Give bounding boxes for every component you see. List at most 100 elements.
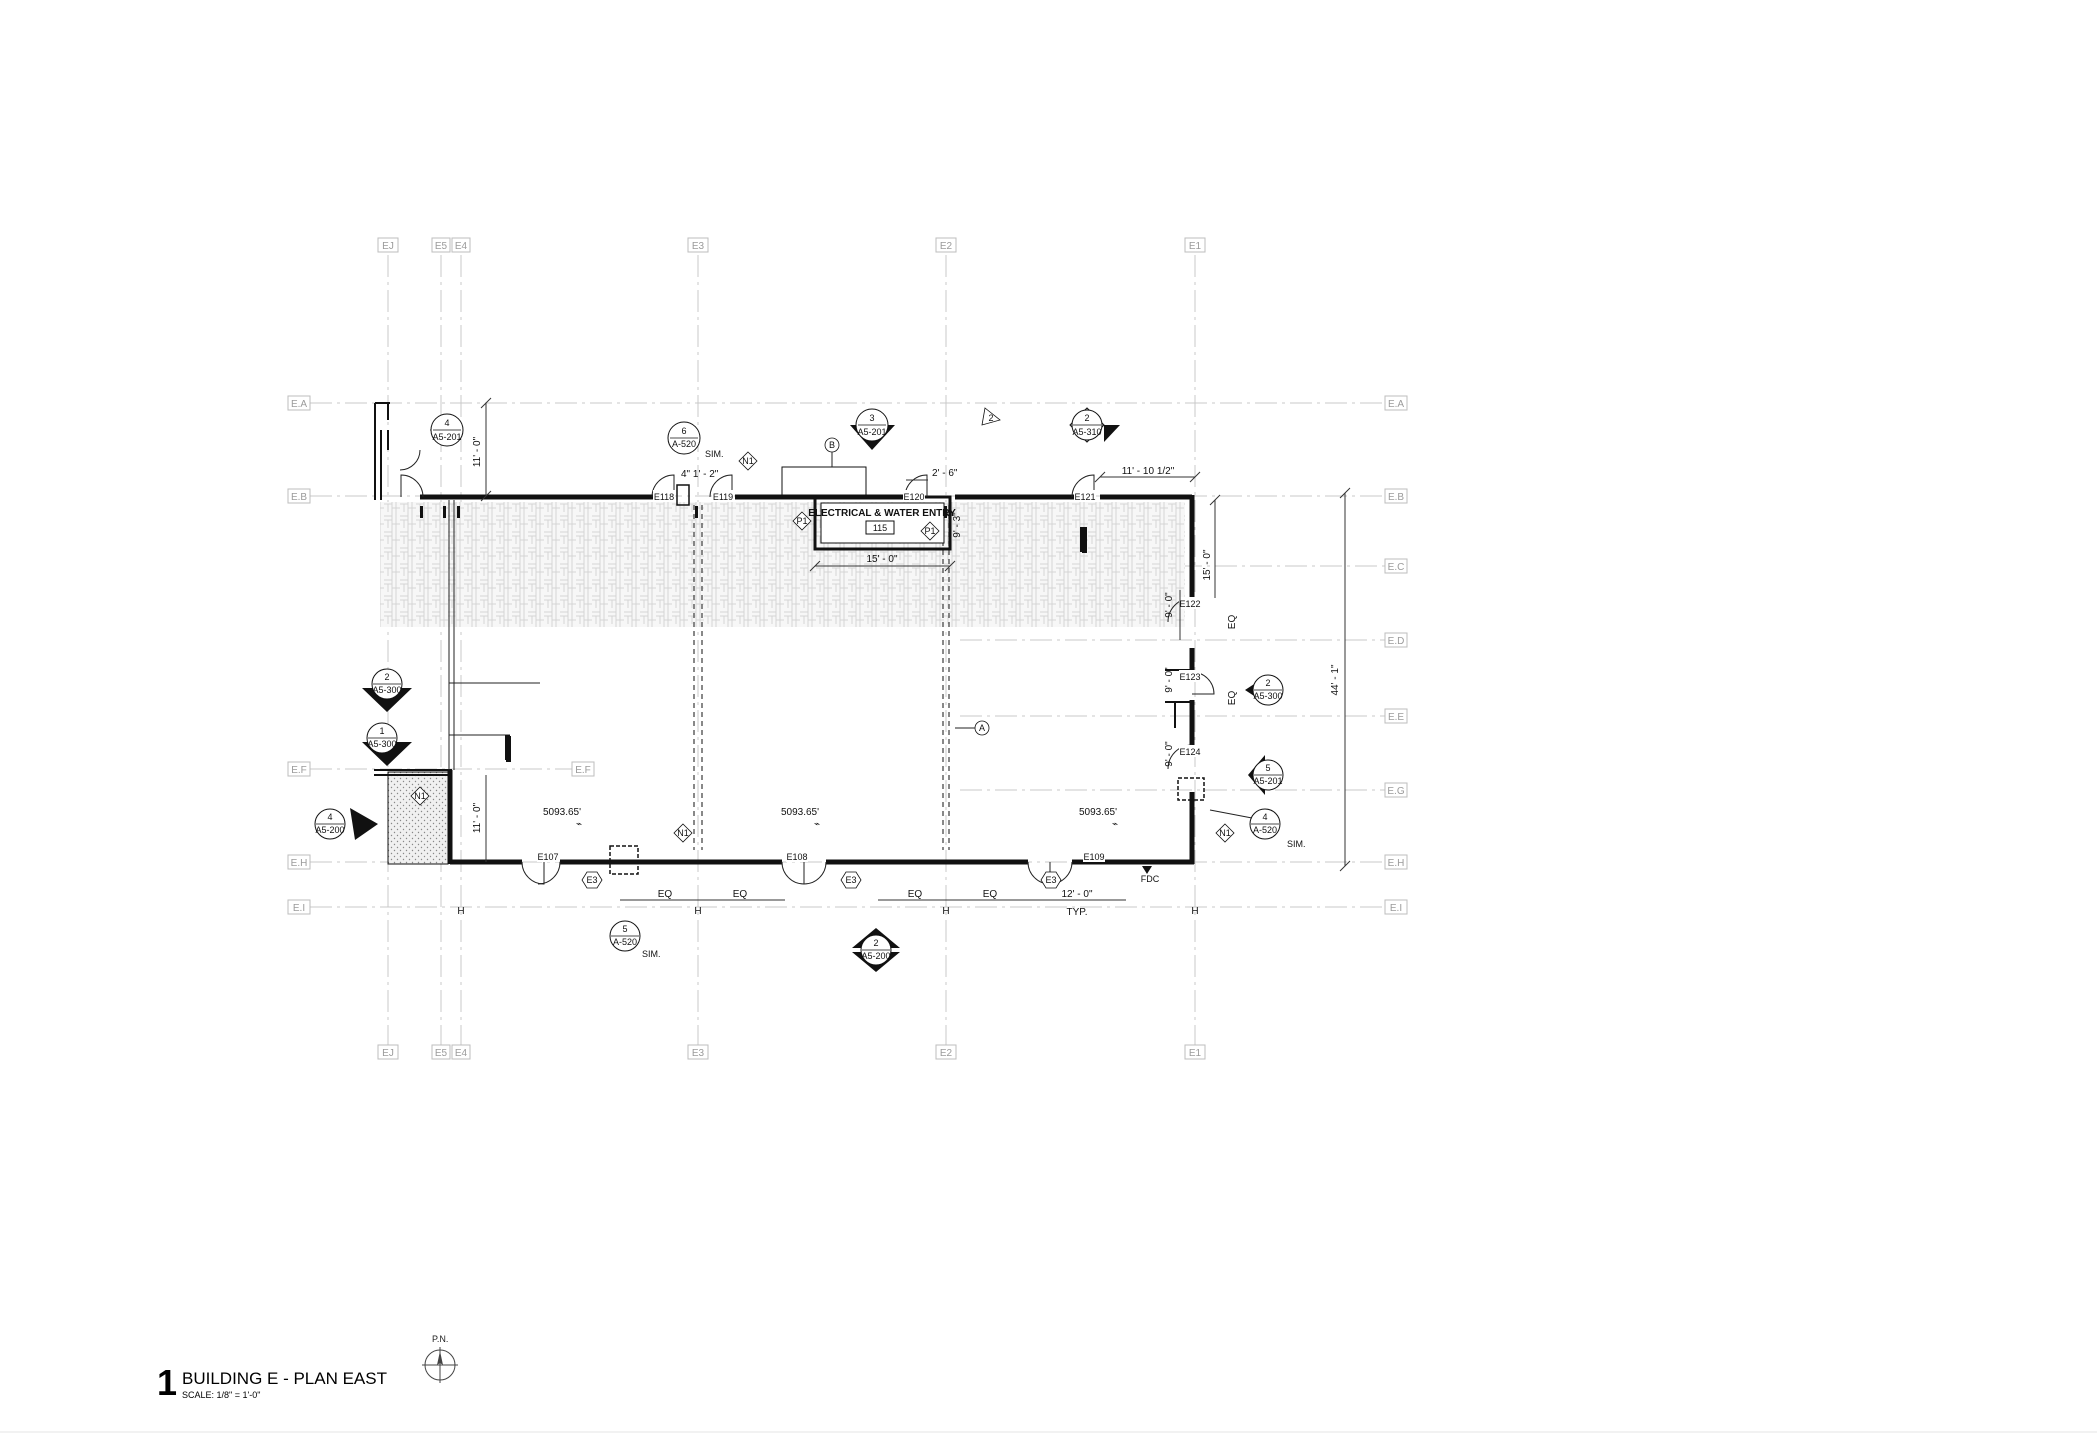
grid-label: E4 xyxy=(455,1048,468,1059)
grid-bubble xyxy=(687,1044,709,1060)
grid-bubble xyxy=(1384,708,1408,724)
grid-label: E.I xyxy=(1390,903,1402,914)
keynote-n1 xyxy=(673,823,693,843)
grid-label: E.C xyxy=(1388,562,1405,573)
svg-text:H: H xyxy=(1191,906,1198,917)
grid-bubble xyxy=(287,899,311,915)
grid-label: E.B xyxy=(291,492,307,503)
keynote-n1 xyxy=(738,451,758,471)
grid-bubble xyxy=(1184,237,1206,253)
grid-label: E1 xyxy=(1189,1048,1202,1059)
door-tag: E119 xyxy=(713,492,733,502)
svg-text:4: 4 xyxy=(1262,812,1267,822)
grid-bubble xyxy=(1384,899,1408,915)
grid-label: E3 xyxy=(692,1048,705,1059)
svg-text:H: H xyxy=(942,906,949,917)
keynote-n1 xyxy=(410,786,430,806)
fdc-symbol xyxy=(1142,866,1152,874)
svg-text:H: H xyxy=(457,906,464,917)
grid-bubble xyxy=(287,854,311,870)
svg-text:H: H xyxy=(694,906,701,917)
grid-label: E2 xyxy=(940,1048,953,1059)
sim-note: SIM. xyxy=(1287,839,1306,849)
dim-text: EQ xyxy=(658,889,673,900)
door-tag: E109 xyxy=(1083,852,1104,862)
svg-text:E3: E3 xyxy=(586,875,597,885)
electrical-room-wall xyxy=(813,495,952,551)
section-markers: 4 A5-201 6 A-520 SIM. 3 A5-201 2 A5-310 … xyxy=(314,407,1306,972)
dim-text: 15' - 0" xyxy=(1202,549,1213,580)
keynote-p1 xyxy=(792,511,812,531)
svg-text:A5-300: A5-300 xyxy=(372,685,401,695)
svg-text:N1: N1 xyxy=(1219,828,1231,838)
svg-text:A-520: A-520 xyxy=(1253,825,1277,835)
grid-bubble xyxy=(377,1044,399,1060)
grid-bubble xyxy=(1384,632,1408,648)
grid-bubble xyxy=(1384,782,1408,798)
grid-label: E.G xyxy=(1387,786,1404,797)
svg-text:5093.65': 5093.65' xyxy=(1079,807,1117,818)
svg-text:A: A xyxy=(979,723,985,733)
svg-text:5: 5 xyxy=(1265,763,1270,773)
dim-text: EQ xyxy=(908,889,923,900)
svg-text:B: B xyxy=(829,440,835,450)
door-tag: E120 xyxy=(903,492,924,502)
keynote-n1 xyxy=(1215,823,1235,843)
room-number-box xyxy=(865,520,895,535)
grid-label: E.A xyxy=(1388,399,1404,410)
dim-text: 44' - 1" xyxy=(1330,664,1341,695)
wall-mark xyxy=(505,735,510,760)
dim-text: 9' - 0" xyxy=(1164,592,1175,618)
svg-text:A5-201: A5-201 xyxy=(1253,776,1282,786)
grid-label: E1 xyxy=(1189,241,1202,252)
room-number: 115 xyxy=(873,523,887,533)
keynote-p1 xyxy=(920,521,940,541)
svg-text:A-520: A-520 xyxy=(613,937,637,947)
sim-note: SIM. xyxy=(705,449,724,459)
grid-label: EJ xyxy=(382,241,394,252)
grid-bubble xyxy=(287,395,311,411)
grid-bubble xyxy=(451,237,471,253)
grid-bubble xyxy=(1384,854,1408,870)
svg-text:⌁: ⌁ xyxy=(576,819,582,830)
svg-text:2: 2 xyxy=(384,672,389,682)
north-label: P.N. xyxy=(432,1334,449,1344)
grid-bubble xyxy=(1384,558,1408,574)
room-name: ELECTRICAL & WATER ENTRY xyxy=(808,508,956,519)
dim-text: 11' - 0" xyxy=(472,436,483,467)
dim-text: 11' - 0" xyxy=(472,802,483,833)
door-tag: E108 xyxy=(786,852,807,862)
north-arrow-icon xyxy=(422,1347,458,1383)
view-scale: SCALE: 1/8" = 1'-0" xyxy=(182,1390,261,1400)
svg-text:2: 2 xyxy=(1265,678,1270,688)
svg-text:2: 2 xyxy=(873,938,878,948)
grid-bubbles-columns: EJ E5 E4 E3 E2 E1 EJ E5 E4 E3 E2 E1 xyxy=(377,237,1206,1060)
door-tag: E123 xyxy=(1179,672,1200,682)
dimensions: 11' - 0" 11' - 10 1/2" 2' - 6" 4" 1' - 2… xyxy=(457,397,1351,918)
paving-hatch xyxy=(380,502,1185,627)
keynote-e3 xyxy=(581,871,603,889)
grid-bubble xyxy=(571,761,595,777)
svg-text:A5-200: A5-200 xyxy=(861,951,890,961)
svg-text:A5-200: A5-200 xyxy=(315,825,344,835)
dim-text: 9' - 0" xyxy=(1164,667,1175,693)
svg-text:5093.65': 5093.65' xyxy=(781,807,819,818)
wall-mark xyxy=(1080,527,1085,552)
dim-text: EQ xyxy=(1227,691,1238,706)
svg-text:5: 5 xyxy=(622,924,627,934)
svg-text:P1: P1 xyxy=(796,516,807,526)
grid-bubble xyxy=(1384,395,1408,411)
svg-text:A5-300: A5-300 xyxy=(1253,691,1282,701)
grid-bubble xyxy=(935,1044,957,1060)
svg-text:2: 2 xyxy=(1084,413,1089,423)
svg-text:⌁: ⌁ xyxy=(814,819,820,830)
svg-text:A5-300: A5-300 xyxy=(367,739,396,749)
svg-text:N1: N1 xyxy=(414,791,426,801)
keynote-e3 xyxy=(1040,871,1062,889)
svg-text:A5-201: A5-201 xyxy=(857,427,886,437)
grid-bubble xyxy=(451,1044,471,1060)
dim-text: EQ xyxy=(983,889,998,900)
grid-label: E.I xyxy=(293,903,305,914)
grid-label: E.B xyxy=(1388,492,1404,503)
